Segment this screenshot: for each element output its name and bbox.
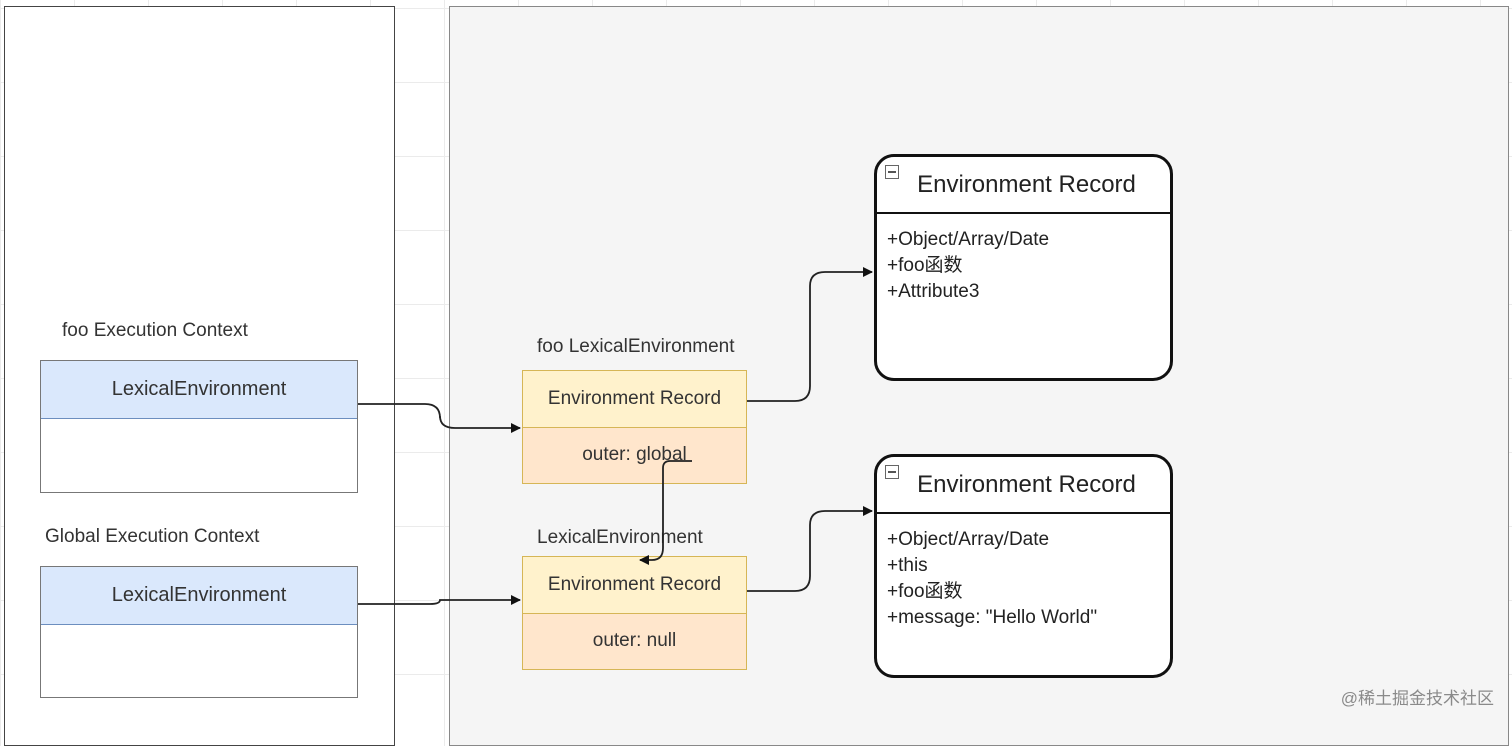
global-execution-context-box[interactable]: LexicalEnvironment xyxy=(40,566,358,698)
collapse-icon[interactable] xyxy=(885,165,899,179)
foo-outer-cell[interactable]: outer: global xyxy=(582,444,687,465)
attribute-item[interactable]: +Object/Array/Date xyxy=(887,229,1050,250)
foo-environment-record-cell[interactable]: Environment Record xyxy=(523,371,746,428)
attribute-item[interactable]: +foo函数 xyxy=(887,255,963,276)
attribute-item[interactable]: +Object/Array/Date xyxy=(887,529,1050,550)
global-environment-record-attributes: +Object/Array/Date +this +foo函数 +message… xyxy=(887,527,1097,631)
attribute-item[interactable]: +this xyxy=(887,555,928,576)
foo-context-lexical-environment[interactable]: LexicalEnvironment xyxy=(41,361,357,419)
foo-environment-record-card[interactable]: Environment Record +Object/Array/Date +f… xyxy=(874,154,1173,381)
watermark: @稀土掘金技术社区 xyxy=(1340,689,1494,708)
global-environment-record-title: Environment Record xyxy=(877,457,1170,514)
foo-environment-record-attributes: +Object/Array/Date +foo函数 +Attribute3 xyxy=(887,227,1049,305)
collapse-icon[interactable] xyxy=(885,465,899,479)
global-environment-record-card[interactable]: Environment Record +Object/Array/Date +t… xyxy=(874,454,1173,678)
foo-execution-context-box[interactable]: LexicalEnvironment xyxy=(40,360,358,493)
foo-lexical-environment-box[interactable]: Environment Record outer: global xyxy=(522,370,747,484)
global-environment-record-cell[interactable]: Environment Record xyxy=(523,557,746,614)
attribute-item[interactable]: +Attribute3 xyxy=(887,281,980,302)
global-context-lexical-environment[interactable]: LexicalEnvironment xyxy=(41,567,357,625)
foo-lexical-environment-label: foo LexicalEnvironment xyxy=(537,336,735,357)
global-outer-cell[interactable]: outer: null xyxy=(592,630,677,651)
global-lexical-environment-label: LexicalEnvironment xyxy=(537,527,703,548)
foo-execution-context-label: foo Execution Context xyxy=(62,320,248,341)
global-lexical-environment-box[interactable]: Environment Record outer: null xyxy=(522,556,747,670)
global-execution-context-label: Global Execution Context xyxy=(45,526,260,547)
attribute-item[interactable]: +message: "Hello World" xyxy=(887,607,1098,628)
foo-environment-record-title: Environment Record xyxy=(877,157,1170,214)
attribute-item[interactable]: +foo函数 xyxy=(887,581,963,602)
